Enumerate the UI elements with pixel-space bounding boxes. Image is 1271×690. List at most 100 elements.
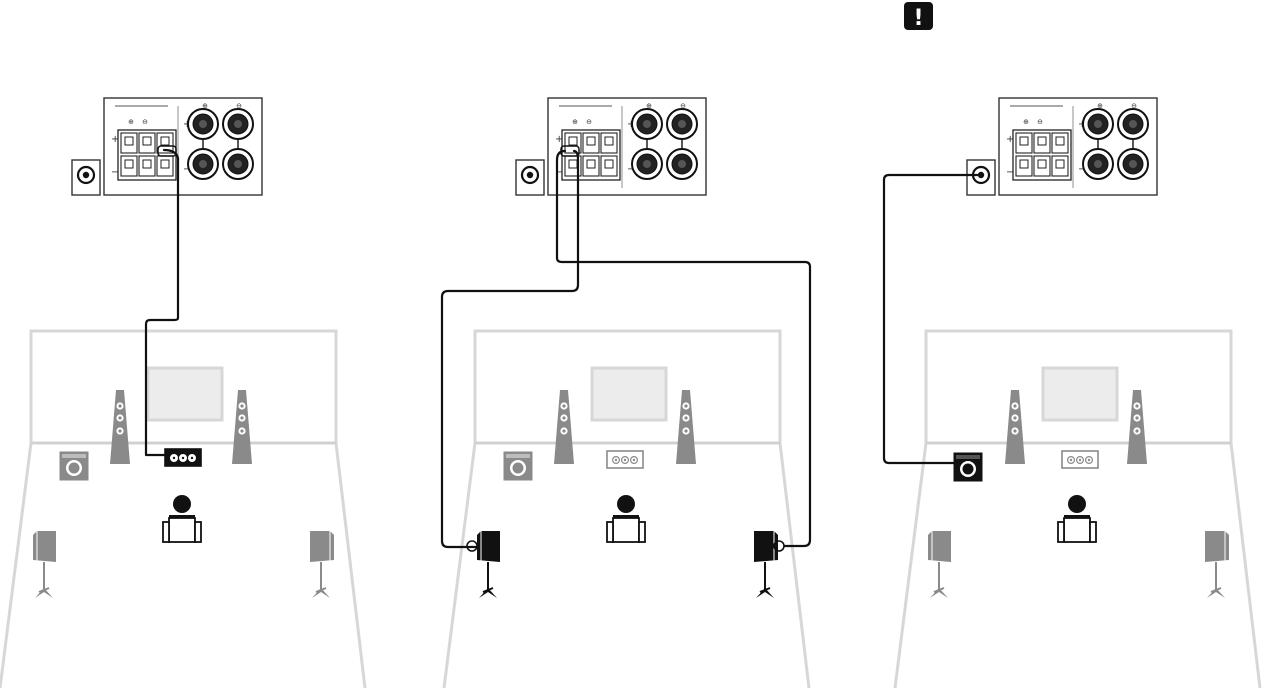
- subwoofer-jack-pin: [83, 172, 89, 178]
- tower-driver-core: [684, 404, 687, 407]
- tower-driver-core: [240, 404, 243, 407]
- receiver-back-panel: +−+−⊕⊖⊕⊖: [516, 98, 706, 195]
- clip-hole-upper: [605, 137, 613, 145]
- center-driver-core: [633, 459, 635, 461]
- subwoofer-jack-pin: [527, 172, 533, 178]
- channel-symbol: ⊕: [572, 118, 578, 126]
- chair-arm-left: [1058, 522, 1064, 542]
- clip-hole-upper: [1038, 137, 1046, 145]
- center-driver-core: [173, 457, 175, 459]
- chair-arm-right: [1090, 522, 1096, 542]
- room-right-wall: [780, 331, 809, 688]
- surround-body: [477, 531, 500, 562]
- room-left-wall: [895, 331, 926, 688]
- room-right-wall: [336, 331, 365, 688]
- tower-driver-core: [562, 429, 565, 432]
- tower-driver-core: [240, 416, 243, 419]
- listener-seat: [1058, 495, 1096, 542]
- chair-back: [613, 518, 639, 542]
- binding-post-core: [1094, 160, 1102, 168]
- binding-post-core: [1094, 120, 1102, 128]
- clip-hole-lower: [605, 160, 613, 168]
- center-speaker: [607, 451, 643, 468]
- clip-hole-upper: [143, 137, 151, 145]
- tower-body: [1127, 390, 1147, 464]
- tower-body: [232, 390, 252, 464]
- clip-hole-upper: [125, 137, 133, 145]
- tower-body: [110, 390, 130, 464]
- surround-speaker: [310, 531, 334, 598]
- room-right-wall: [1231, 331, 1260, 688]
- binding-post-core: [234, 120, 242, 128]
- front-tower-speaker: [1005, 390, 1025, 464]
- surround-speaker: [754, 531, 778, 598]
- chair-arm-right: [195, 522, 201, 542]
- clip-hole-lower: [125, 160, 133, 168]
- center-speaker: [1062, 451, 1098, 468]
- tower-driver-core: [1135, 416, 1138, 419]
- front-tower-speaker: [1127, 390, 1147, 464]
- clip-hole-upper: [569, 137, 577, 145]
- center-speaker: [165, 449, 201, 466]
- tower-driver-core: [118, 429, 121, 432]
- tower-driver-core: [562, 404, 565, 407]
- front-tower-speaker: [110, 390, 130, 464]
- surround-speaker: [33, 531, 56, 598]
- binding-post-core: [1129, 120, 1137, 128]
- chair-back: [169, 518, 195, 542]
- listener-head: [1068, 495, 1086, 513]
- subwoofer: [954, 453, 982, 481]
- clip-hole-upper: [1020, 137, 1028, 145]
- channel-symbol: ⊖: [586, 118, 592, 126]
- tower-driver-core: [684, 429, 687, 432]
- tv-screen: [592, 368, 666, 420]
- listener-seat: [163, 495, 201, 542]
- listener-head: [173, 495, 191, 513]
- tower-driver-core: [1013, 404, 1016, 407]
- chair-arm-left: [163, 522, 169, 542]
- center-driver-core: [624, 459, 626, 461]
- speaker-cable: [884, 175, 981, 463]
- clip-hole-lower: [1020, 160, 1028, 168]
- clip-hole-upper: [1056, 137, 1064, 145]
- chair-arm-left: [607, 522, 613, 542]
- center-driver-core: [191, 457, 193, 459]
- center-driver-core: [1088, 459, 1090, 461]
- clip-hole-lower: [1056, 160, 1064, 168]
- clip-hole-upper: [587, 137, 595, 145]
- tower-driver-core: [118, 416, 121, 419]
- tower-driver-core: [1013, 416, 1016, 419]
- caution-icon: !: [904, 2, 933, 31]
- binding-post-core: [199, 120, 207, 128]
- speaker-cable: [557, 151, 810, 546]
- subwoofer-top: [506, 454, 530, 458]
- front-tower-speaker: [676, 390, 696, 464]
- channel-symbol: ⊖: [1037, 118, 1043, 126]
- binding-post-core: [234, 160, 242, 168]
- binding-post-core: [199, 160, 207, 168]
- listener-seat: [607, 495, 645, 542]
- subwoofer: [504, 452, 532, 480]
- front-tower-speaker: [232, 390, 252, 464]
- front-tower-speaker: [554, 390, 574, 464]
- tower-driver-core: [1135, 429, 1138, 432]
- clip-hole-lower: [161, 160, 169, 168]
- subwoofer-driver-core: [513, 463, 524, 474]
- binding-post-core: [643, 120, 651, 128]
- diagram-panel-subwoofer: +−+−⊕⊖⊕⊖: [884, 98, 1260, 688]
- subwoofer-top: [956, 455, 980, 459]
- receiver-back-panel: +−+−⊕⊖⊕⊖: [967, 98, 1157, 195]
- chair-arm-right: [639, 522, 645, 542]
- center-driver-core: [182, 457, 184, 459]
- clip-hole-lower: [143, 160, 151, 168]
- tower-driver-core: [1135, 404, 1138, 407]
- subwoofer: [60, 452, 88, 480]
- clip-hole-lower: [587, 160, 595, 168]
- surround-body: [928, 531, 951, 562]
- tv-screen: [148, 368, 222, 420]
- center-driver-core: [1070, 459, 1072, 461]
- clip-hole-lower: [1038, 160, 1046, 168]
- binding-post-core: [1129, 160, 1137, 168]
